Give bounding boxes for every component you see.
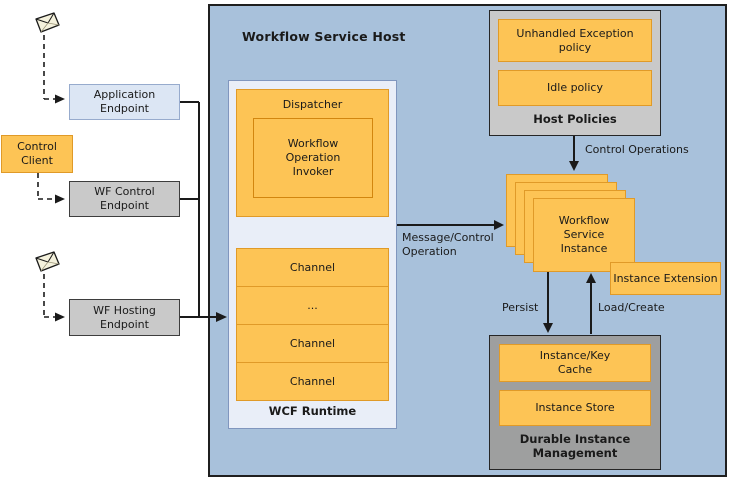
- unhandled-exception-policy-box: Unhandled Exception policy: [498, 19, 652, 62]
- dashed-arrowhead: [55, 312, 65, 322]
- wcf-runtime-label: WCF Runtime: [268, 404, 357, 418]
- dispatcher-label: Dispatcher: [282, 98, 343, 111]
- message-icon: [35, 251, 60, 272]
- control-client-box: Control Client: [1, 135, 73, 173]
- persist-label: Persist: [502, 301, 539, 314]
- channel-row-ellipsis: ...: [237, 286, 388, 324]
- wf-control-endpoint-box: WF Control Endpoint: [69, 181, 180, 217]
- host-policies-title: Host Policies: [533, 112, 617, 126]
- instance-card-front: Workflow Service Instance: [533, 198, 635, 272]
- client-message-dashed-arrows: [37, 35, 55, 318]
- channel-row: Channel: [237, 324, 388, 362]
- panel-title: Workflow Service Host: [242, 29, 406, 44]
- dashed-arrowhead: [55, 94, 65, 104]
- channel-row: Channel: [237, 362, 388, 400]
- dashed-arrowhead: [55, 194, 65, 204]
- workflow-operation-invoker-box: Workflow Operation Invoker: [253, 118, 373, 198]
- message-control-operation-label: Message/Control Operation: [402, 231, 494, 258]
- control-operations-label: Control Operations: [585, 143, 689, 156]
- message-icon: [35, 12, 60, 33]
- application-endpoint-box: Application Endpoint: [69, 84, 180, 120]
- instance-extension-box: Instance Extension: [610, 262, 721, 295]
- instance-store-box: Instance Store: [499, 390, 651, 426]
- instance-key-cache-box: Instance/Key Cache: [499, 344, 651, 382]
- channel-stack: Channel ... Channel Channel: [236, 248, 389, 401]
- channel-row: Channel: [289, 261, 336, 274]
- load-create-label: Load/Create: [598, 301, 665, 314]
- durable-instance-management-title: Durable Instance Management: [519, 432, 631, 460]
- idle-policy-box: Idle policy: [498, 70, 652, 106]
- wf-hosting-endpoint-box: WF Hosting Endpoint: [69, 299, 180, 336]
